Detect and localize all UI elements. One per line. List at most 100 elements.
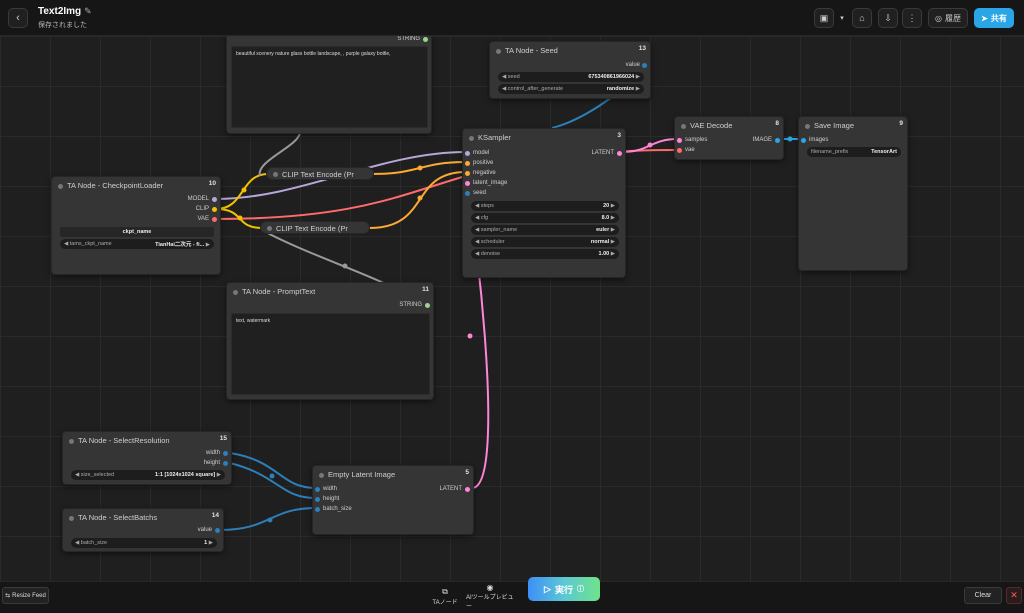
node-status-dot (58, 184, 63, 189)
node-status-dot (233, 290, 238, 295)
port-positive-in[interactable] (465, 161, 470, 166)
send-icon: ➤ (981, 13, 988, 23)
pencil-icon[interactable]: ✎ (84, 6, 92, 16)
node-canvas[interactable]: STRING beautiful scenery nature glass bo… (0, 36, 1024, 581)
save-menu-button[interactable]: ▾ (836, 8, 848, 28)
resize-feed-button[interactable]: ⇆Resize Feed (2, 587, 49, 604)
node-title: VAE Decode (690, 121, 733, 130)
node-title: KSampler (478, 133, 511, 142)
port-images-in[interactable] (801, 138, 806, 143)
node-title: TA Node - SelectBatchs (78, 513, 158, 522)
save-status: 保存されました (38, 22, 87, 29)
wire-height (229, 462, 317, 499)
port-image-out[interactable] (775, 138, 780, 143)
port-latent-out[interactable] (617, 151, 622, 156)
port-label-model: model (473, 150, 490, 156)
wire-string-neg (261, 229, 391, 287)
clear-button[interactable]: Clear (964, 587, 1002, 604)
workflow-title[interactable]: Text2Img✎ (38, 6, 92, 17)
share-button[interactable]: ➤共有 (974, 8, 1014, 28)
prompt-textarea-positive[interactable]: beautiful scenery nature glass bottle la… (231, 46, 428, 128)
port-string-out[interactable] (425, 303, 430, 308)
port-negative-in[interactable] (465, 171, 470, 176)
chevron-down-icon: ▾ (840, 15, 844, 22)
node-status-dot (319, 473, 324, 478)
node-clip-text-encode-positive[interactable]: CLIP Text Encode (Pr (266, 167, 374, 180)
node-id: 11 (422, 286, 429, 293)
node-title: TA Node - SelectResolution (78, 436, 170, 445)
port-height-out[interactable] (223, 461, 228, 466)
port-label-width: width (205, 450, 220, 456)
ta-node-button[interactable]: ⧉TAノード (432, 586, 458, 606)
back-button[interactable]: ‹ (8, 8, 28, 28)
prompt-textarea-negative[interactable]: text, watermark (231, 313, 430, 395)
port-latent-image-in[interactable] (465, 181, 470, 186)
port-samples-in[interactable] (677, 138, 682, 143)
node-status-dot (681, 124, 686, 129)
node-status-dot (267, 226, 272, 231)
ai-tool-preview-button[interactable]: ◉AIツールプレビュー (466, 582, 514, 610)
port-string-out[interactable] (423, 37, 428, 42)
port-height-in[interactable] (315, 497, 320, 502)
node-title: TA Node - CheckpointLoader (67, 181, 164, 190)
top-bar: ‹ Text2Img✎ 保存されました ▣ ▾ ⌂ ⇩ ⋮ ◎履歴 ➤共有 (0, 0, 1024, 36)
port-value-out[interactable] (215, 528, 220, 533)
resize-icon: ⇆ (5, 593, 11, 599)
node-clip-text-encode-negative[interactable]: CLIP Text Encode (Pr (260, 221, 370, 234)
port-vae-out[interactable] (212, 217, 217, 222)
play-icon: ▷ (544, 583, 551, 594)
port-label-value: value (197, 527, 212, 533)
wire-string-pos (258, 131, 301, 177)
close-button[interactable]: ✕ (1006, 587, 1022, 604)
arrow-left-icon: ◀ (475, 227, 480, 233)
more-button[interactable]: ⋮ (902, 8, 922, 28)
node-prompt-positive[interactable]: STRING beautiful scenery nature glass bo… (226, 36, 432, 134)
port-latent-out[interactable] (465, 487, 470, 492)
arrow-right-icon: ▶ (635, 74, 640, 80)
history-button[interactable]: ◎履歴 (928, 8, 968, 28)
node-id: 13 (638, 45, 646, 52)
node-title: TA Node - PromptText (242, 287, 316, 296)
node-status-dot (69, 439, 74, 444)
port-width-in[interactable] (315, 487, 320, 492)
port-model-out[interactable] (212, 197, 217, 202)
port-clip-out[interactable] (212, 207, 217, 212)
port-label-value: value (625, 62, 640, 68)
port-batch-size-in[interactable] (315, 507, 320, 512)
port-model-in[interactable] (465, 151, 470, 156)
download-button[interactable]: ⇩ (878, 8, 898, 28)
floppy-icon: ▣ (819, 12, 829, 23)
arrow-right-icon: ▶ (610, 203, 615, 209)
port-value-out[interactable] (642, 63, 647, 68)
widget-ckpt-name[interactable]: ckpt_name (60, 227, 214, 237)
port-vae-in[interactable] (677, 148, 682, 153)
arrow-right-icon: ▶ (205, 242, 210, 248)
port-seed-in[interactable] (465, 191, 470, 196)
save-button[interactable]: ▣ (814, 8, 834, 28)
port-width-out[interactable] (223, 451, 228, 456)
eye-icon: ◉ (486, 582, 494, 592)
clean-button[interactable]: ⌂ (852, 8, 872, 28)
bottom-bar: ⇆Resize Feed ⧉TAノード ◉AIツールプレビュー Clear ✕ (0, 581, 1024, 613)
